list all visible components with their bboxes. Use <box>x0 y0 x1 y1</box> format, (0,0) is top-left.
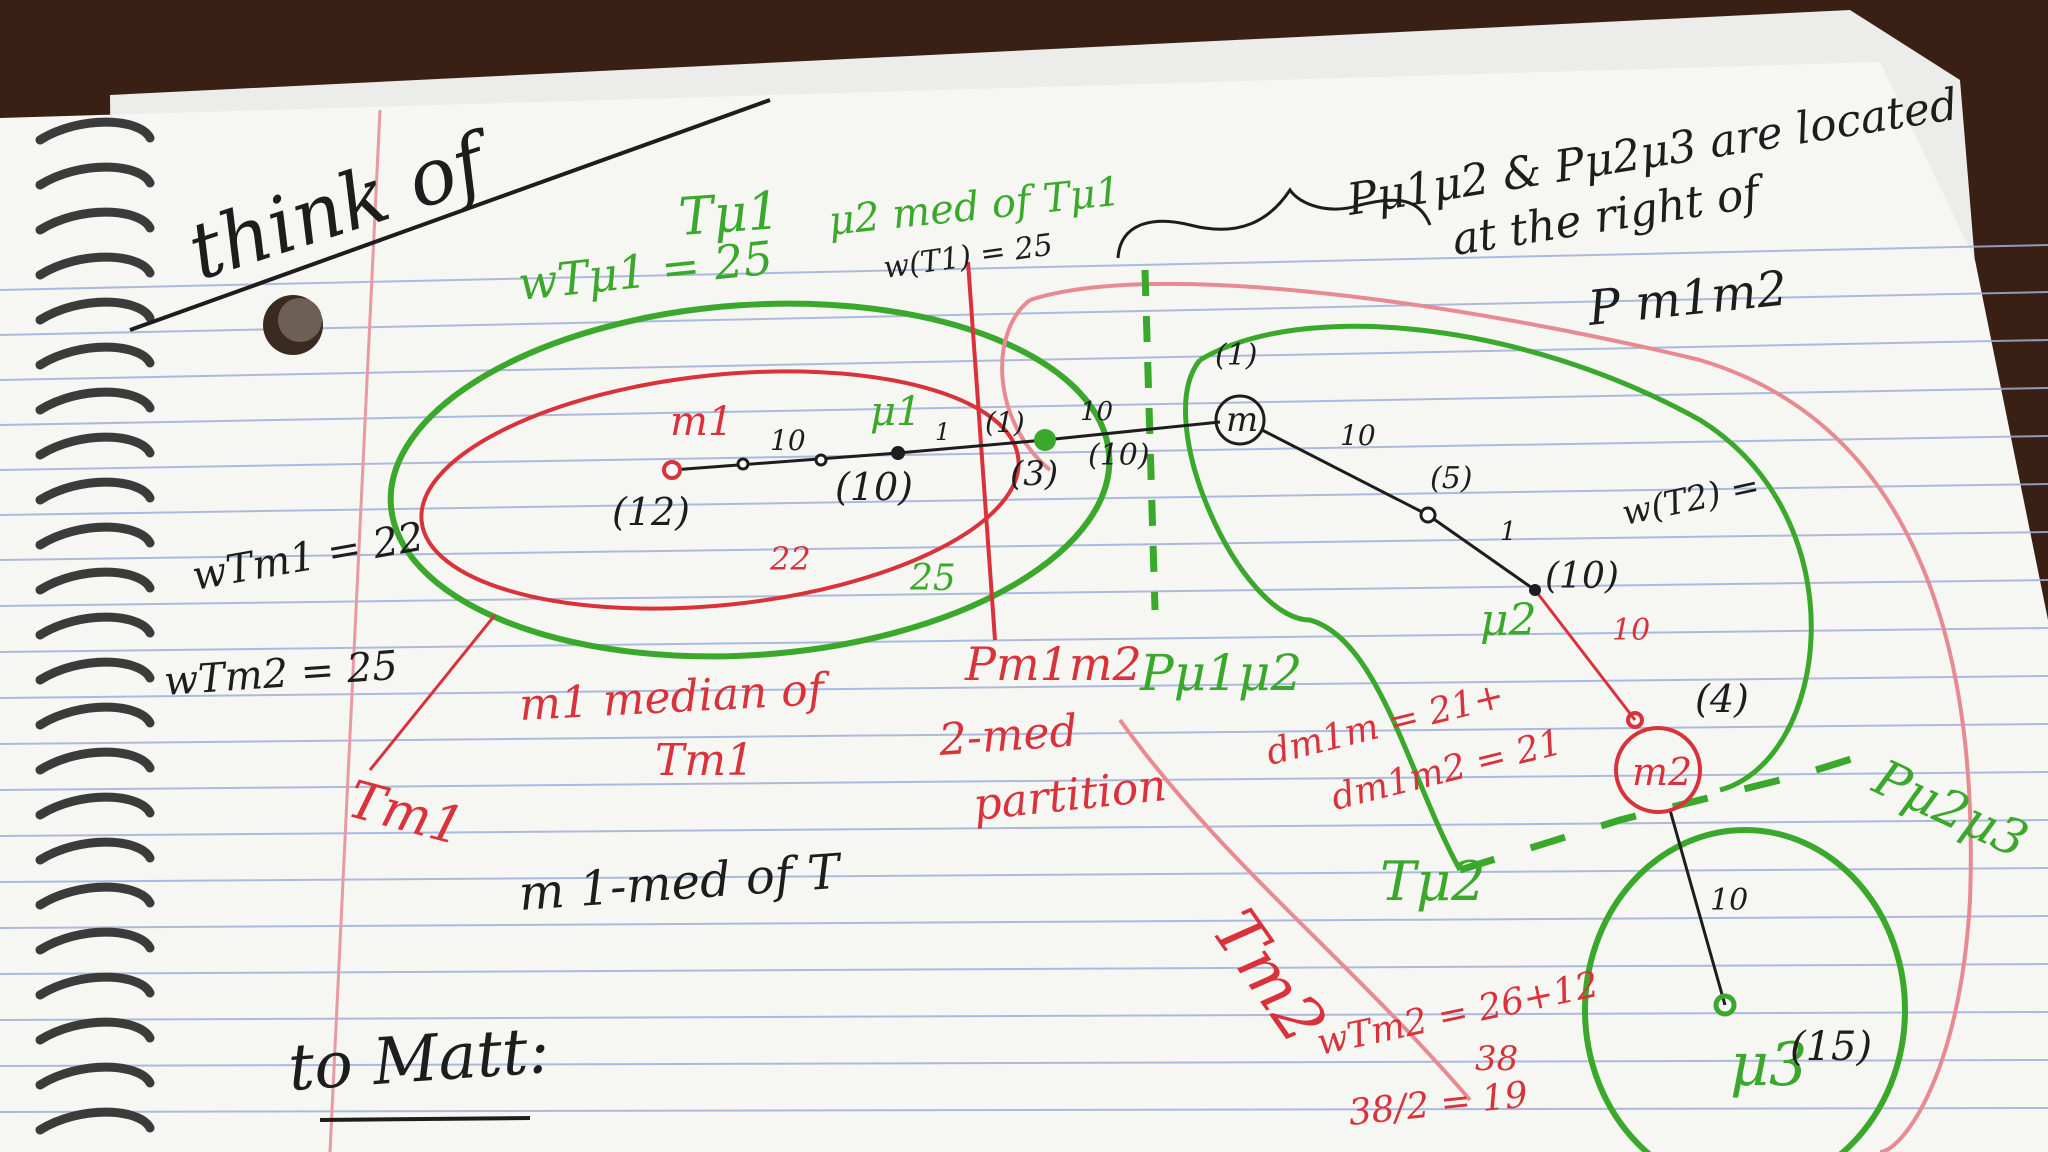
weight-10b: (10) <box>1545 556 1619 597</box>
region-T-m1 <box>419 369 1021 611</box>
node-dot-mu2 <box>1529 584 1541 596</box>
node-circle-m <box>1214 394 1266 446</box>
spiral-binding <box>35 117 155 1135</box>
edge-weight-10b: 10 <box>1080 397 1113 427</box>
weight-3: (3) <box>1010 454 1058 494</box>
partition-line-pmu2mu3 <box>1458 746 1882 874</box>
node-dot-m1 <box>662 460 682 480</box>
weight-5: (5) <box>1430 461 1473 496</box>
node-dot-3 <box>1034 429 1056 451</box>
node-label-m2: m2 <box>1632 750 1692 794</box>
tm1-pointer <box>368 614 497 771</box>
edge-weight-10d: 10 <box>1612 613 1650 648</box>
weight-4: (4) <box>1695 677 1749 721</box>
edge-mu2-m2 <box>1533 589 1637 721</box>
region-T-mu2 <box>1183 323 1814 872</box>
node-label-mu1: μ1 <box>870 389 921 435</box>
edge-weight-1a: 1 <box>935 418 950 446</box>
ruled-lines <box>0 244 2048 1113</box>
node-label-m: m <box>1226 400 1258 440</box>
label-22: 22 <box>769 540 811 578</box>
weight-1a: (1) <box>985 406 1025 439</box>
edge-weight-10c: 10 <box>1340 419 1376 452</box>
weight-mu1: (10) <box>835 465 913 509</box>
partition-line-pm1m2 <box>966 261 997 641</box>
label-T-mu1: Tμ1 <box>677 181 783 248</box>
label-P-m1m2: Pm1m2 <box>964 637 1142 691</box>
node-label-mu3: μ3 <box>1730 1030 1807 1100</box>
node-dot-a <box>736 457 750 471</box>
label-m1-median-2: Tm1 <box>655 735 754 786</box>
label-25-green: 25 <box>909 558 956 599</box>
node-dot-5 <box>1419 506 1437 524</box>
partition-line-pmu1mu2 <box>1141 269 1159 611</box>
edge-weight-10e: 10 <box>1710 883 1748 918</box>
node-dot-mu3 <box>1713 993 1737 1017</box>
edge-weight-1b: 1 <box>1500 517 1517 547</box>
region-T-mu1 <box>387 300 1113 660</box>
label-calc-38: 38 <box>1475 1039 1518 1079</box>
node-label-m1: m1 <box>670 399 733 445</box>
to-matt-underline <box>319 1116 531 1122</box>
margin-line <box>328 109 382 1152</box>
weight-15: (15) <box>1790 1024 1872 1070</box>
weight-m1: (12) <box>612 490 690 534</box>
node-label-mu2: μ2 <box>1480 595 1537 646</box>
tree-edges <box>671 420 1727 1006</box>
title-underline <box>129 98 771 332</box>
region-T-m2 <box>1000 281 1973 1152</box>
label-T-mu2: Tμ2 <box>1380 850 1485 913</box>
label-2-med: 2-med <box>936 705 1079 766</box>
node-circle-m2 <box>1614 726 1702 814</box>
label-P-mu1mu2: Pμ1μ2 <box>1139 644 1302 702</box>
node-dot-b <box>814 453 828 467</box>
node-dot-mu1 <box>891 446 905 460</box>
node-dot-m2 <box>1626 711 1644 729</box>
label-to-matt: to Matt: <box>286 1014 552 1106</box>
weight-10a: (10) <box>1088 438 1150 473</box>
edge-weight-10a: 10 <box>770 424 806 457</box>
weight-1b: (1) <box>1215 338 1258 373</box>
punch-hole-shade <box>278 298 322 342</box>
region-T-mu3 <box>1582 827 1908 1152</box>
curly-brace <box>1116 187 1432 259</box>
